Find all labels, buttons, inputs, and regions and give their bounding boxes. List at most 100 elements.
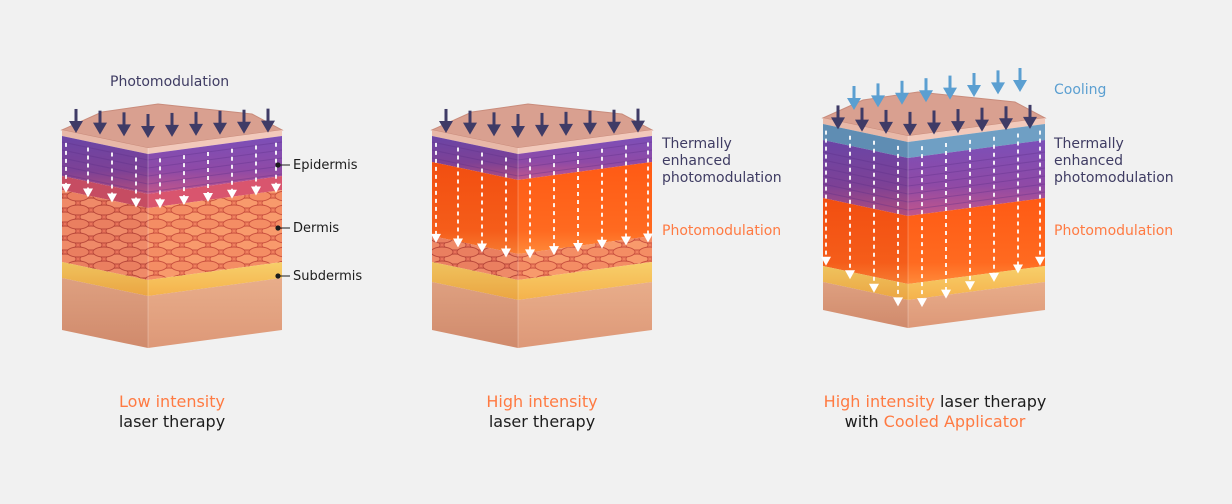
base-tissue-right [908, 282, 1045, 328]
entry-arrow-head [535, 124, 549, 137]
photomodulation-label: Photomodulation [1054, 223, 1174, 239]
entry-arrow-head [855, 119, 869, 132]
caption-low-intensity: Low intensity laser therapy [72, 392, 272, 432]
entry-arrow-head [237, 121, 251, 134]
layer-striation [822, 159, 1046, 179]
entry-arrow-head [487, 124, 501, 137]
laser-beam-head [821, 256, 831, 266]
heated-dermis-right [518, 162, 652, 254]
cooling-arrow-head [919, 90, 933, 103]
layer-striation [822, 191, 1046, 211]
layer-striation [61, 149, 283, 169]
base-tissue-left [432, 282, 518, 348]
laser-beam-head [573, 242, 583, 252]
laser-beam-head [621, 236, 631, 246]
layer-striation [61, 173, 283, 193]
laser-beam-head [227, 189, 237, 199]
cooling-arrow-head [991, 82, 1005, 95]
laser-beam-head [917, 298, 927, 308]
laser-beam-head [965, 281, 975, 291]
thermal-label-line-3: photomodulation [662, 170, 782, 186]
caption-rest: laser therapy [488, 412, 596, 431]
epidermis-label: Epidermis [293, 158, 358, 173]
entry-arrow-head [903, 123, 917, 136]
layer-striation [61, 157, 283, 177]
laser-beam-head [869, 283, 879, 293]
subdermis-left [432, 262, 518, 300]
epidermis-left [823, 140, 908, 216]
epidermis-right [148, 136, 282, 194]
entry-arrow-head [951, 121, 965, 134]
cooling-arrow-head [967, 84, 981, 97]
photomodulation-label: Photomodulation [662, 223, 782, 239]
laser-beam-head [1035, 256, 1045, 266]
high-intensity-cube [430, 103, 654, 348]
layer-striation [431, 157, 653, 177]
cooling-arrow-head [943, 87, 957, 100]
cooling-layer-right [908, 124, 1045, 158]
caption-rest: laser therapy [118, 412, 226, 431]
skin-rim-right [908, 118, 1045, 142]
laser-beam-head [525, 249, 535, 259]
cooling-layer-left [823, 124, 908, 158]
entry-arrow-head [69, 120, 83, 133]
dermis-right [148, 190, 282, 280]
entry-arrow-head [261, 120, 275, 133]
entry-arrow-head [141, 126, 155, 138]
caption-highlight: Low intensity [119, 392, 225, 411]
laser-beam-head [203, 192, 213, 202]
cooling-arrow-head [895, 92, 909, 105]
dermis-left [62, 190, 148, 280]
cooling-arrow-head [871, 95, 885, 108]
base-tissue-left [823, 282, 908, 328]
thermal-label-line-1: Thermally [662, 136, 732, 152]
entry-arrow-head [583, 122, 597, 135]
entry-arrow-head [631, 120, 645, 133]
epidermis-right [518, 136, 652, 180]
heated-dermis-left [823, 198, 908, 284]
thermal-label-line-2: enhanced [1054, 153, 1124, 169]
entry-arrow-head [607, 121, 621, 134]
skin-rim-left [432, 130, 518, 154]
caption-rest: laser therapy [934, 392, 1047, 411]
cooling-label: Cooling [1054, 82, 1107, 98]
laser-beam-head [251, 186, 261, 196]
caption-highlight: Cooled Applicator [883, 412, 1026, 431]
subdermis-left [823, 266, 908, 300]
laser-beam-head [453, 238, 463, 248]
laser-beam-head [61, 183, 71, 193]
laser-beam-head [643, 233, 653, 243]
entry-arrow-head [999, 118, 1013, 131]
laser-beam-head [549, 246, 559, 256]
entry-arrow-head [1023, 116, 1037, 129]
entry-arrow-head [831, 117, 845, 130]
entry-arrow-head [213, 122, 227, 135]
laser-beam-head [107, 193, 117, 203]
caption-high-intensity: High intensity laser therapy [442, 392, 642, 432]
skin-rim-left [823, 118, 908, 142]
cooling-arrow-head [1013, 80, 1027, 92]
subdermis-label: Subdermis [293, 269, 363, 284]
layer-striation [61, 141, 283, 161]
laser-beam-head [155, 199, 165, 209]
subdermis-right [148, 262, 282, 296]
base-tissue-left [62, 278, 148, 348]
thermal-label-line-2: enhanced [662, 153, 732, 169]
heated-dermis-left [432, 162, 518, 254]
laser-beam-head [477, 243, 487, 253]
epidermis-left [62, 136, 148, 194]
caption-highlight: High intensity [823, 392, 935, 411]
caption-cooled-applicator: High intensity laser therapy with Cooled… [775, 392, 1095, 432]
layer-striation [822, 151, 1046, 171]
laser-beam-head [893, 297, 903, 307]
layer-striation [61, 165, 283, 185]
layer-striation [431, 149, 653, 169]
subdermis-left [62, 262, 148, 296]
entry-arrow-head [975, 119, 989, 132]
dermis-right [518, 236, 652, 280]
laser-beam-head [989, 272, 999, 282]
entry-arrow-head [559, 123, 573, 136]
thermal-label-line-3: photomodulation [1054, 170, 1174, 186]
dermis-left [432, 236, 518, 280]
epidermis-base-left [62, 176, 148, 208]
